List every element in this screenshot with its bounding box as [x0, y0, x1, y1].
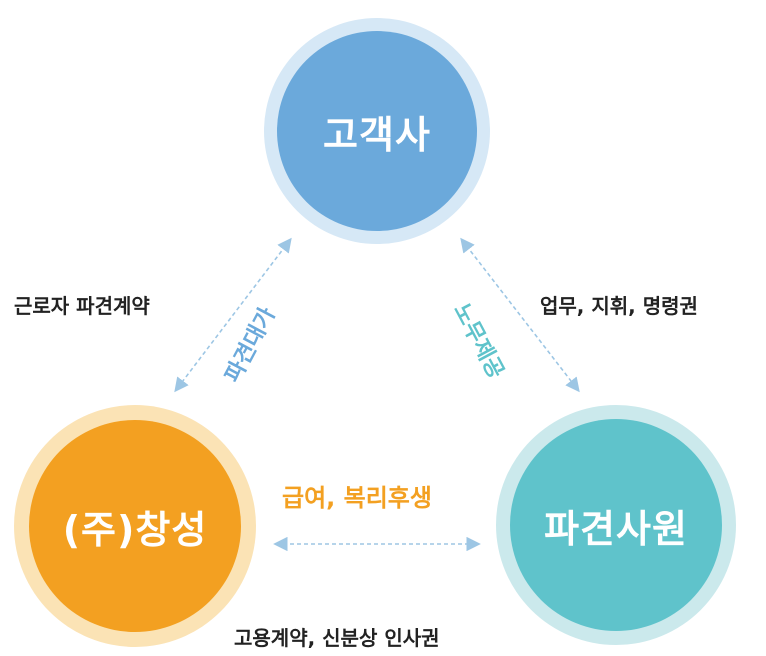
employment-label: 고용계약, 신분상 인사권: [234, 626, 440, 650]
customer-node-label: 고객사: [277, 31, 477, 231]
arrow-customer-changsung: [174, 237, 292, 393]
contract-label: 근로자 파견계약: [14, 294, 150, 318]
changsung-node: (주)창성: [14, 405, 256, 647]
changsung-node-label: (주)창성: [29, 420, 241, 632]
worker-node: 파견사원: [496, 405, 736, 645]
customer-node: 고객사: [264, 18, 490, 244]
arrow-customer-worker: [460, 237, 580, 393]
worker-node-label: 파견사원: [510, 419, 722, 631]
direction-label: 업무, 지휘, 명령권: [540, 294, 698, 318]
wages-label: 급여, 복리후생: [282, 484, 432, 512]
